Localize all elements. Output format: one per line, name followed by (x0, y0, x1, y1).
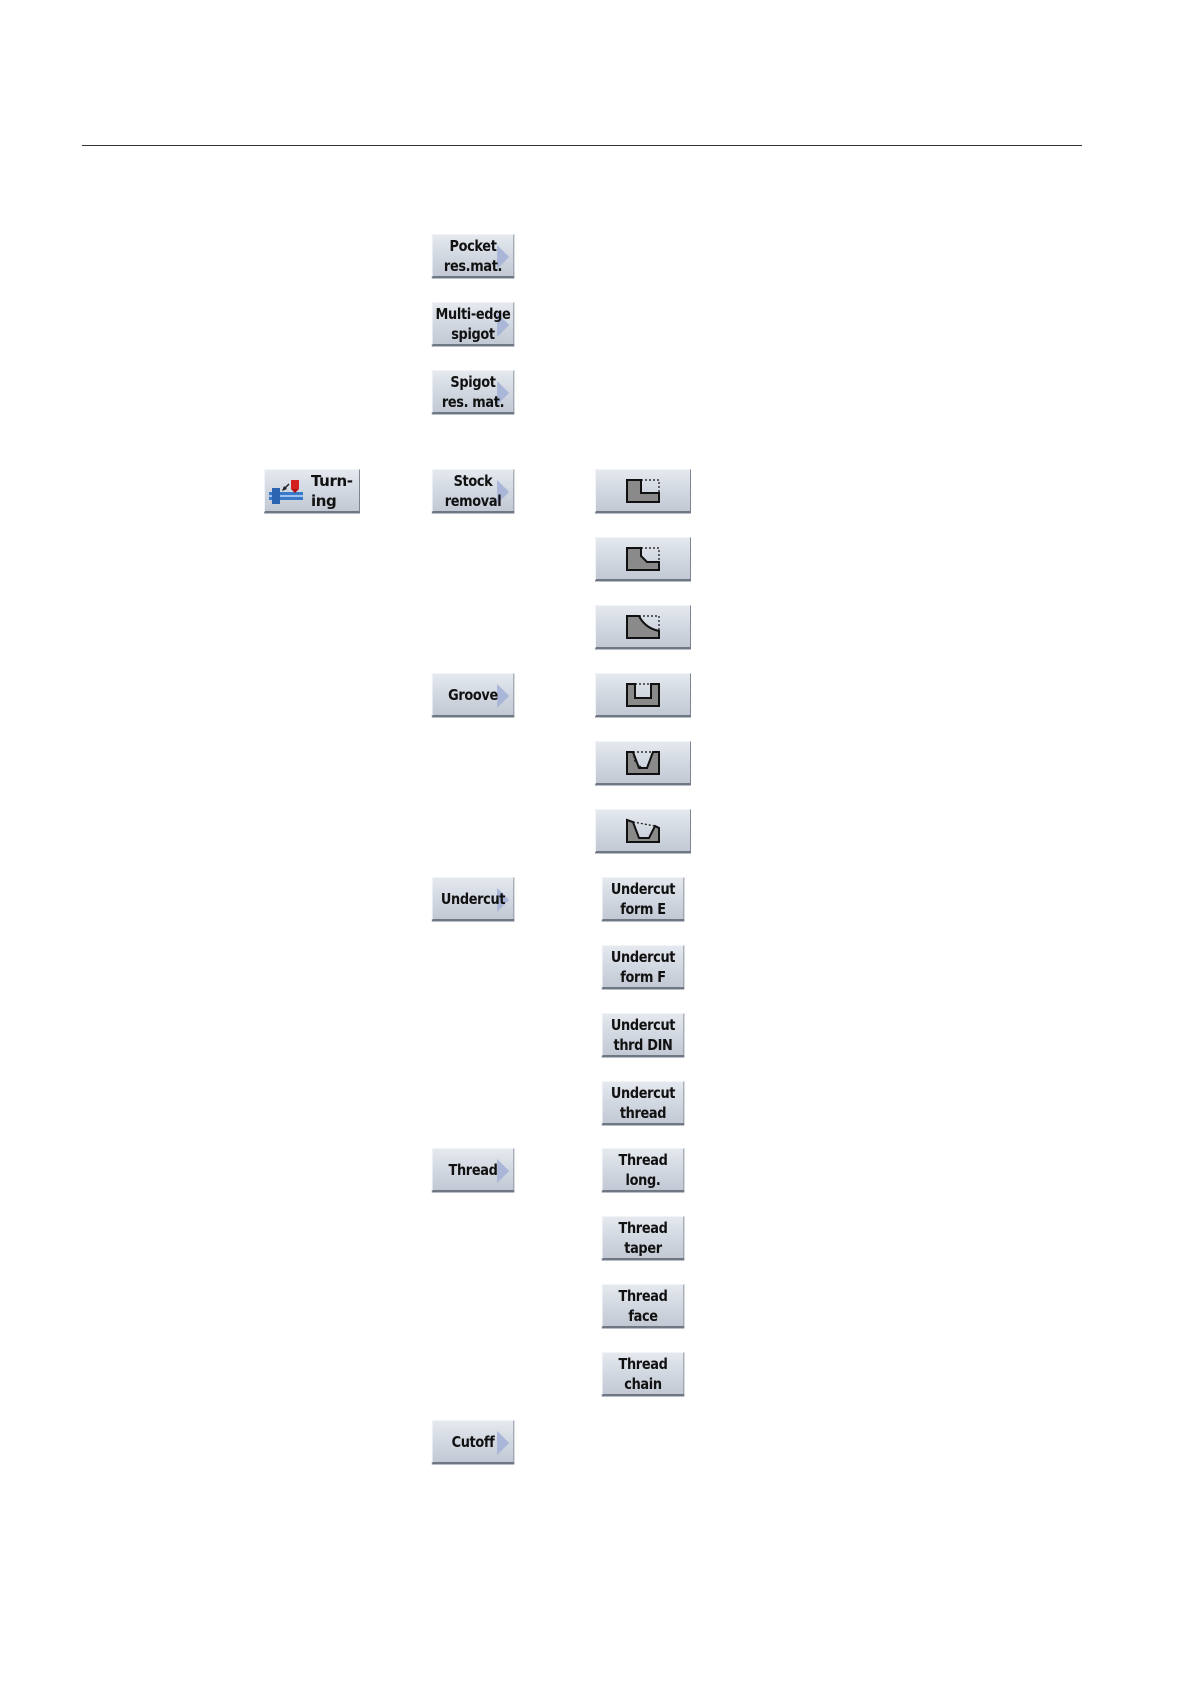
groove-3-softkey[interactable] (595, 809, 691, 853)
undercut-thread-label: Undercut thread (611, 1083, 675, 1123)
groove-1-softkey[interactable] (595, 673, 691, 717)
spigot-res-mat-label: Spigot res. mat. (442, 372, 504, 412)
submenu-arrow-icon (497, 1159, 509, 1183)
thread-face-softkey[interactable]: Thread face (602, 1284, 685, 1328)
undercut-form-f-label: Undercut form F (611, 947, 675, 987)
undercut-softkey[interactable]: Undercut (432, 877, 515, 921)
undercut-form-f-softkey[interactable]: Undercut form F (602, 945, 685, 989)
thread-taper-softkey[interactable]: Thread taper (602, 1216, 685, 1260)
undercut-form-e-label: Undercut form E (611, 879, 675, 919)
stock-removal-softkey[interactable]: Stock removal (432, 469, 515, 513)
stock-removal-radius-icon (623, 612, 663, 642)
groove-rectangular-icon (623, 680, 663, 710)
groove-2-softkey[interactable] (595, 741, 691, 785)
pocket-res-mat-label: Pocket res.mat. (444, 236, 502, 276)
stock-removal-chamfer-icon (623, 544, 663, 574)
thread-face-label: Thread face (619, 1286, 668, 1326)
stock-removal-2-softkey[interactable] (595, 537, 691, 581)
turning-tool-icon (269, 480, 303, 506)
thread-taper-label: Thread taper (619, 1218, 668, 1258)
stock-removal-label: Stock removal (445, 471, 502, 511)
thread-chain-softkey[interactable]: Thread chain (602, 1352, 685, 1396)
groove-softkey[interactable]: Groove (432, 673, 515, 717)
submenu-arrow-icon (497, 1431, 509, 1455)
undercut-label: Undercut (441, 889, 505, 909)
header-rule (82, 145, 1082, 146)
thread-label: Thread (449, 1160, 498, 1180)
groove-label: Groove (448, 685, 498, 705)
cutoff-label: Cutoff (452, 1432, 495, 1452)
submenu-arrow-icon (497, 684, 509, 708)
turning-softkey[interactable]: Turn- ing (264, 469, 360, 513)
undercut-thrd-din-label: Undercut thrd DIN (611, 1015, 675, 1055)
undercut-form-e-softkey[interactable]: Undercut form E (602, 877, 685, 921)
undercut-thrd-din-softkey[interactable]: Undercut thrd DIN (602, 1013, 685, 1057)
stock-removal-3-softkey[interactable] (595, 605, 691, 649)
pocket-res-mat-softkey[interactable]: Pocket res.mat. (432, 234, 515, 278)
groove-tapered-icon (623, 748, 663, 778)
multi-edge-spigot-label: Multi-edge spigot (436, 304, 511, 344)
groove-slanted-icon (623, 816, 663, 846)
undercut-thread-softkey[interactable]: Undercut thread (602, 1081, 685, 1125)
turning-label: Turn- ing (311, 471, 357, 511)
thread-chain-label: Thread chain (619, 1354, 668, 1394)
multi-edge-spigot-softkey[interactable]: Multi-edge spigot (432, 302, 515, 346)
stock-removal-rectangular-icon (623, 476, 663, 506)
spigot-res-mat-softkey[interactable]: Spigot res. mat. (432, 370, 515, 414)
thread-softkey[interactable]: Thread (432, 1148, 515, 1192)
thread-long-softkey[interactable]: Thread long. (602, 1148, 685, 1192)
thread-long-label: Thread long. (619, 1150, 668, 1190)
stock-removal-1-softkey[interactable] (595, 469, 691, 513)
cutoff-softkey[interactable]: Cutoff (432, 1420, 515, 1464)
